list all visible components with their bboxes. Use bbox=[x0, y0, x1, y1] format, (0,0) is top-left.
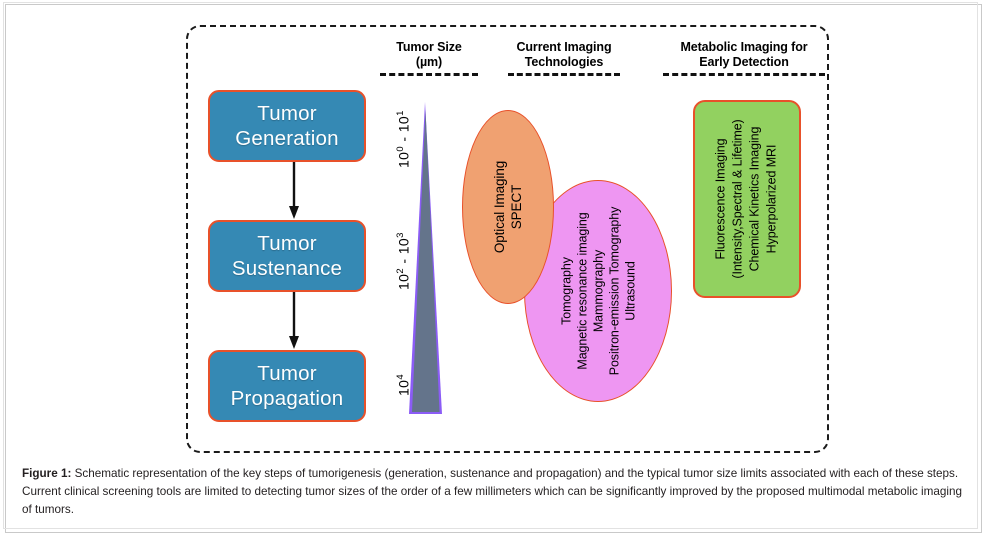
size-tick-base: 10 bbox=[395, 151, 412, 168]
step-label-line2: Generation bbox=[235, 127, 339, 150]
arrow-down-icon bbox=[289, 292, 299, 349]
step-box-tumor-sustenance: Tumor Sustenance bbox=[208, 220, 366, 292]
optical-imaging-item: SPECT bbox=[509, 184, 525, 230]
figure-caption: Figure 1: Schematic representation of th… bbox=[22, 465, 968, 520]
column-header-line1: Metabolic Imaging for bbox=[680, 40, 808, 54]
column-header-rule bbox=[508, 73, 620, 76]
column-header-line2: Technologies bbox=[524, 54, 604, 69]
size-tick-base: 10 bbox=[395, 273, 412, 290]
size-tick-base: 10 bbox=[395, 237, 412, 255]
column-header-line2: Early Detection bbox=[699, 54, 789, 69]
conventional-imaging-item: Magnetic resonance imaging bbox=[575, 212, 590, 370]
metabolic-imaging-item: Hyperpolarized MRI bbox=[765, 144, 780, 254]
column-header-rule bbox=[663, 73, 825, 76]
column-header-line2: (µm) bbox=[415, 54, 443, 69]
metabolic-imaging-label-group: Fluorescence Imaging (Intensity,Spectral… bbox=[713, 119, 781, 278]
conventional-imaging-item: Mammography bbox=[591, 249, 606, 333]
size-tick-label-1: 100 - 101 bbox=[395, 110, 412, 168]
step-label-line1: Tumor bbox=[257, 232, 317, 255]
optical-imaging-ellipse: Optical Imaging SPECT bbox=[462, 110, 554, 304]
step-label-line1: Tumor bbox=[257, 102, 317, 125]
size-tick-exponent: 4 bbox=[395, 373, 406, 380]
step-label-line2: Propagation bbox=[230, 387, 344, 410]
step-box-tumor-generation: Tumor Generation bbox=[208, 90, 366, 162]
size-tick-label-2: 102 - 103 bbox=[395, 232, 412, 290]
size-tick-base: 10 bbox=[395, 115, 412, 133]
conventional-imaging-item: Tomography bbox=[559, 257, 574, 325]
size-tick-separator: - bbox=[395, 254, 412, 268]
step-label-line2: Sustenance bbox=[231, 257, 343, 280]
schematic-dashed-frame bbox=[186, 25, 829, 453]
metabolic-imaging-box: Fluorescence Imaging (Intensity,Spectral… bbox=[693, 100, 801, 298]
size-tick-exponent: 3 bbox=[395, 232, 406, 238]
column-header-current-imaging: Current Imaging Technologies bbox=[494, 40, 634, 76]
figure-caption-text: Schematic representation of the key step… bbox=[22, 467, 962, 517]
column-header-tumor-size: Tumor Size (µm) bbox=[371, 40, 487, 76]
conventional-imaging-label-group: Tomography Magnetic resonance imaging Ma… bbox=[558, 207, 638, 376]
column-header-metabolic-imaging: Metabolic Imaging for Early Detection bbox=[655, 40, 833, 76]
size-tick-separator: - bbox=[395, 132, 412, 146]
conventional-imaging-item: Positron-emission Tomography bbox=[607, 206, 622, 376]
optical-imaging-label-group: Optical Imaging SPECT bbox=[491, 161, 525, 253]
conventional-imaging-item: Ultrasound bbox=[623, 261, 638, 321]
conventional-imaging-ellipse: Tomography Magnetic resonance imaging Ma… bbox=[524, 180, 672, 402]
step-box-tumor-propagation: Tumor Propagation bbox=[208, 350, 366, 422]
column-header-rule bbox=[380, 73, 478, 76]
size-tick-exponent: 1 bbox=[395, 110, 406, 116]
size-tick-exponent: 2 bbox=[395, 267, 406, 274]
column-header-line1: Tumor Size bbox=[396, 40, 462, 54]
size-tick-exponent: 0 bbox=[395, 145, 406, 152]
metabolic-imaging-item: (Intensity,Spectral & Lifetime) bbox=[731, 119, 746, 279]
column-header-line1: Current Imaging bbox=[516, 40, 612, 54]
size-tick-base: 10 bbox=[395, 379, 412, 396]
step-label-line1: Tumor bbox=[257, 362, 317, 385]
tumor-size-triangle bbox=[409, 102, 442, 414]
figure-caption-label: Figure 1: bbox=[22, 467, 72, 480]
metabolic-imaging-item: Chemical Kinetics Imaging bbox=[748, 126, 763, 272]
metabolic-imaging-item: Fluorescence Imaging bbox=[714, 138, 729, 260]
optical-imaging-item: Optical Imaging bbox=[492, 160, 508, 254]
arrow-down-icon bbox=[289, 162, 299, 219]
size-tick-label-3: 104 bbox=[395, 374, 412, 396]
